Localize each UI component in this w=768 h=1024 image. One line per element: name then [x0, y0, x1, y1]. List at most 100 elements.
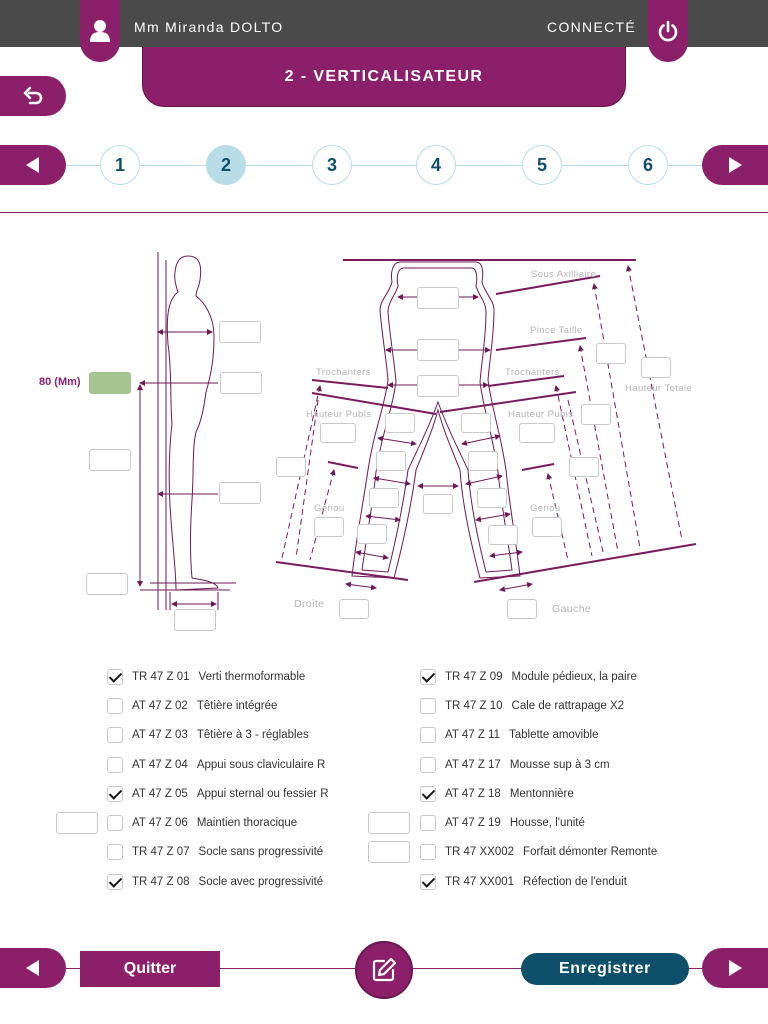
leg-height-field[interactable]: [89, 449, 131, 471]
thigh-right-top-field[interactable]: [461, 413, 491, 433]
knee-depth-field[interactable]: [219, 482, 261, 504]
foot-height-field[interactable]: [86, 573, 128, 595]
trochanters-left-height-field[interactable]: [276, 457, 306, 477]
step-5[interactable]: 5: [522, 145, 562, 185]
connection-status: CONNECTÉ: [547, 19, 636, 35]
option-tr47z08[interactable]: TR 47 Z 08 Socle avec progressivité: [107, 872, 323, 892]
user-tab[interactable]: [80, 0, 120, 62]
checkbox[interactable]: [107, 844, 123, 860]
steps-track: [66, 165, 702, 166]
triangle-left-icon: [26, 157, 39, 173]
checkbox[interactable]: [107, 669, 123, 685]
back-button[interactable]: [0, 76, 66, 116]
chest-width-field[interactable]: [417, 287, 459, 309]
checkbox[interactable]: [420, 669, 436, 685]
save-button[interactable]: Enregistrer: [521, 953, 689, 985]
option-label: Têtière intégrée: [196, 700, 278, 712]
thigh-right-mid-field[interactable]: [468, 451, 498, 471]
step-1[interactable]: 1: [100, 145, 140, 185]
footer-next-button[interactable]: [702, 948, 768, 988]
checkbox[interactable]: [420, 844, 436, 860]
power-icon: [658, 20, 678, 42]
step-4[interactable]: 4: [416, 145, 456, 185]
checkbox[interactable]: [420, 874, 436, 890]
option-label: Cale de rattrapage X2: [511, 700, 625, 712]
pince-taille-height-field[interactable]: [596, 343, 626, 364]
checkbox[interactable]: [107, 698, 123, 714]
step-2[interactable]: 2: [206, 145, 246, 185]
checkbox[interactable]: [107, 815, 123, 831]
pubis-left-height-field[interactable]: [320, 423, 356, 443]
side-body-figure: [140, 252, 230, 610]
logout-button[interactable]: [648, 0, 688, 62]
option-label: Socle sans progressivité: [198, 846, 324, 858]
option-label: Mentonnière: [509, 788, 574, 800]
checkbox[interactable]: [107, 786, 123, 802]
chest-depth-field[interactable]: [219, 321, 261, 343]
height-measure-field[interactable]: [89, 372, 131, 394]
thigh-left-mid-field[interactable]: [376, 451, 406, 471]
label-sous-axilliaire: Sous Axilliaire: [531, 269, 596, 280]
step-3[interactable]: 3: [312, 145, 352, 185]
trochanters-right-height-field[interactable]: [581, 404, 611, 425]
genou-right-height-field[interactable]: [532, 517, 562, 537]
triangle-right-icon: [729, 960, 742, 976]
previous-step-button[interactable]: [0, 145, 66, 185]
option-label: Housse, l'unité: [509, 817, 585, 829]
knee-right-height-field[interactable]: [569, 457, 599, 477]
calf-right-width-field[interactable]: [488, 525, 518, 545]
quantity-field-at47z19[interactable]: [368, 812, 410, 834]
knee-right-width-field[interactable]: [477, 488, 507, 508]
knee-left-width-field[interactable]: [369, 488, 399, 508]
checkbox[interactable]: [107, 727, 123, 743]
footer-previous-button[interactable]: [0, 948, 66, 988]
quit-button[interactable]: Quitter: [80, 951, 220, 987]
waist-depth-field[interactable]: [220, 372, 262, 394]
checkbox[interactable]: [107, 874, 123, 890]
option-label: Socle avec progressivité: [198, 876, 324, 888]
waist-width-field[interactable]: [417, 339, 459, 361]
front-dashed-lines: [281, 265, 683, 561]
checkbox[interactable]: [420, 757, 436, 773]
thigh-left-top-field[interactable]: [385, 413, 415, 433]
label-gauche: Gauche: [552, 603, 591, 615]
pubis-right-height-field[interactable]: [519, 423, 555, 443]
label-droite: Droite: [294, 598, 324, 610]
checkbox[interactable]: [107, 757, 123, 773]
calf-left-width-field[interactable]: [357, 524, 387, 544]
inner-knee-gap-field[interactable]: [423, 494, 453, 514]
option-code: TR 47 Z 08: [132, 876, 190, 888]
knee-left-height-field[interactable]: [314, 517, 344, 537]
step-6[interactable]: 6: [628, 145, 668, 185]
foot-length-field[interactable]: [174, 609, 216, 631]
checkbox[interactable]: [420, 698, 436, 714]
checkbox[interactable]: [420, 786, 436, 802]
total-height-field[interactable]: [641, 357, 671, 378]
quantity-field-at47z06[interactable]: [56, 812, 98, 834]
next-step-button[interactable]: [702, 145, 768, 185]
quantity-field-tr47xx002[interactable]: [368, 841, 410, 863]
hip-width-field[interactable]: [417, 375, 459, 397]
option-code: AT 47 Z 19: [445, 817, 501, 829]
edit-button[interactable]: [355, 941, 413, 999]
option-at47z19[interactable]: AT 47 Z 19 Housse, l'unité: [420, 813, 585, 833]
checkbox[interactable]: [420, 815, 436, 831]
user-icon: [90, 20, 110, 42]
checkbox[interactable]: [420, 727, 436, 743]
ankle-left-width-field[interactable]: [339, 599, 369, 619]
ankle-right-width-field[interactable]: [507, 599, 537, 619]
